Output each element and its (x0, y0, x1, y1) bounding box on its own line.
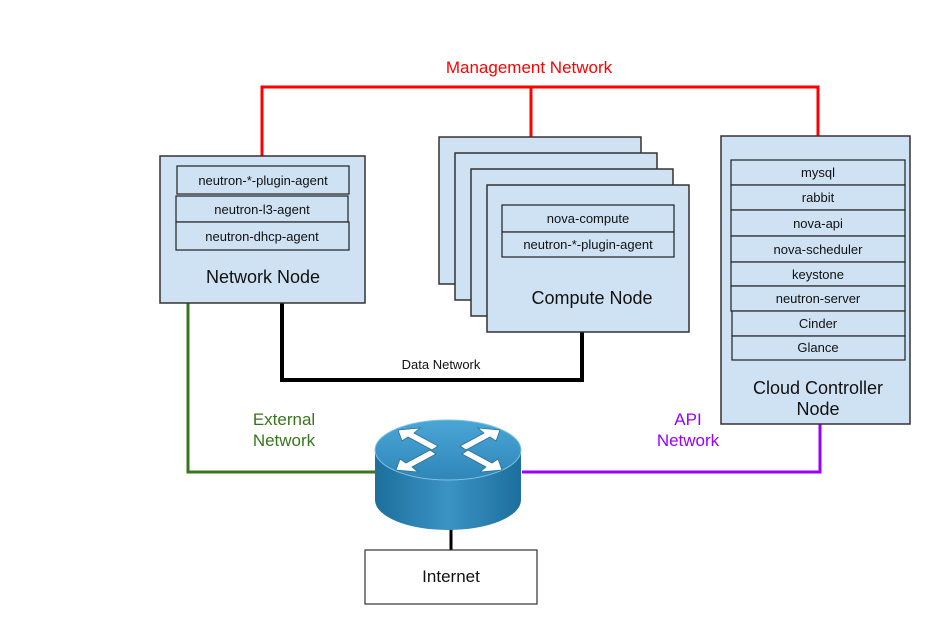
service-label: nova-compute (547, 211, 629, 226)
cloud-controller-node: mysql rabbit nova-api nova-scheduler key… (720, 135, 911, 425)
service-label: nova-api (793, 216, 843, 231)
service-label: neutron-server (776, 291, 861, 306)
external-network-label-line1: External (253, 410, 315, 429)
controller-service-2: rabbit (730, 184, 906, 211)
service-label: nova-scheduler (774, 242, 864, 257)
external-network-lines (186, 303, 376, 474)
internet-label: Internet (422, 567, 480, 586)
compute-node-service-1: nova-compute (501, 204, 675, 233)
controller-service-4: nova-scheduler (730, 235, 906, 263)
router-icon (374, 419, 522, 530)
network-node-service-2: neutron-l3-agent (175, 195, 349, 223)
controller-service-8: Glance (731, 335, 906, 361)
compute-node: nova-compute neutron-*-plugin-agent Comp… (486, 184, 690, 333)
network-node-title: Network Node (206, 267, 320, 287)
compute-node-title: Compute Node (531, 288, 652, 308)
service-label: neutron-*-plugin-agent (198, 173, 328, 188)
external-network-label-line2: Network (253, 431, 316, 450)
service-label: Cinder (799, 316, 838, 331)
compute-node-service-2: neutron-*-plugin-agent (501, 231, 675, 258)
service-label: neutron-l3-agent (214, 202, 310, 217)
network-node-service-1: neutron-*-plugin-agent (176, 165, 350, 195)
service-label: neutron-dhcp-agent (205, 229, 319, 244)
controller-service-3: nova-api (730, 209, 906, 237)
service-label: rabbit (802, 190, 835, 205)
controller-node-title-line1: Cloud Controller (753, 378, 883, 398)
management-network-label: Management Network (446, 58, 613, 77)
service-label: keystone (792, 267, 844, 282)
data-network-lines (280, 303, 584, 382)
controller-service-5: keystone (730, 261, 906, 287)
controller-service-7: Cinder (731, 310, 906, 337)
controller-service-1: mysql (730, 159, 906, 186)
api-network-label-line1: API (674, 410, 701, 429)
api-network-lines (522, 424, 822, 474)
management-network-lines (260, 85, 820, 156)
compute-node-stack: nova-compute neutron-*-plugin-agent Comp… (438, 136, 690, 333)
data-network-label: Data Network (402, 357, 481, 372)
controller-node-title-line2: Node (796, 399, 839, 419)
internet-box: Internet (364, 549, 538, 605)
service-label: neutron-*-plugin-agent (523, 237, 653, 252)
service-label: mysql (801, 165, 835, 180)
network-node: neutron-*-plugin-agent neutron-l3-agent … (159, 155, 366, 304)
service-label: Glance (797, 340, 838, 355)
network-node-service-3: neutron-dhcp-agent (175, 221, 350, 251)
api-network-label-line2: Network (657, 431, 720, 450)
controller-service-6: neutron-server (730, 285, 906, 312)
